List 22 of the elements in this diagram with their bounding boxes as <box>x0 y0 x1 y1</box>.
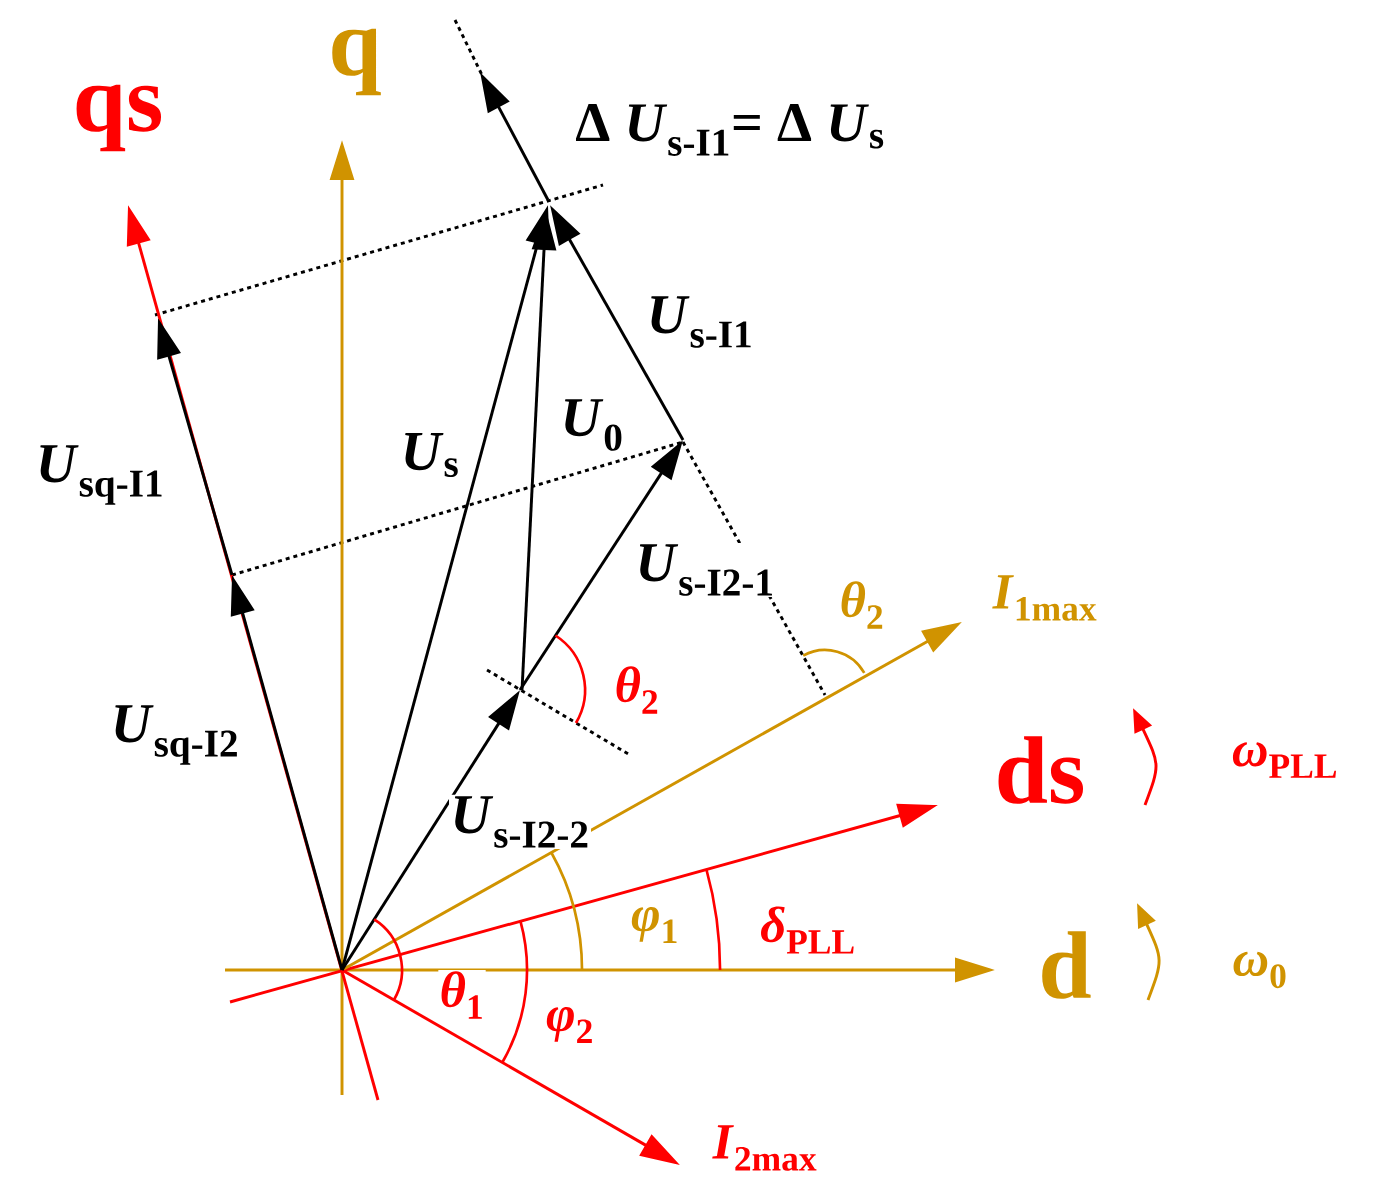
axis-label: I$_{2max}$ <box>711 1123 819 1173</box>
axis-label: U$_{sq-I1}$ <box>34 443 166 507</box>
axis-label: φ$_{2}$ <box>544 1005 596 1045</box>
axis-label: ω$_{0}$ <box>1231 950 1289 990</box>
axis-label: qs <box>71 83 165 153</box>
axis-label: U$_{s-I1}$ <box>645 294 755 350</box>
axis-label: U$_{s}$ <box>399 431 461 479</box>
axis-label: ds <box>993 734 1087 806</box>
axis-label: d <box>1037 929 1094 1001</box>
axis-label: θ$_{2}$ <box>838 579 886 631</box>
axis-label: U$_{sq-I2}$ <box>109 703 241 767</box>
axis-label: I$_{1max}$ <box>991 573 1099 623</box>
axis-label: U$_{s-I2-2}$ <box>449 794 591 850</box>
axis-label: φ$_{1}$ <box>629 905 681 945</box>
axis-label: U$_{s-I2-1}$ <box>634 542 776 598</box>
axis-label: Δ U$_{s-I1}$= Δ U$_{s}$ <box>573 102 887 158</box>
axis-label: θ$_{1}$ <box>438 969 486 1021</box>
axis-label: θ$_{2}$ <box>613 664 661 716</box>
axis-label: ω$_{PLL}$ <box>1230 740 1340 780</box>
axis-label: U$_{0}$ <box>559 397 625 453</box>
axis-label: δ$_{PLL}$ <box>758 905 858 955</box>
axis-label: q <box>327 27 384 97</box>
